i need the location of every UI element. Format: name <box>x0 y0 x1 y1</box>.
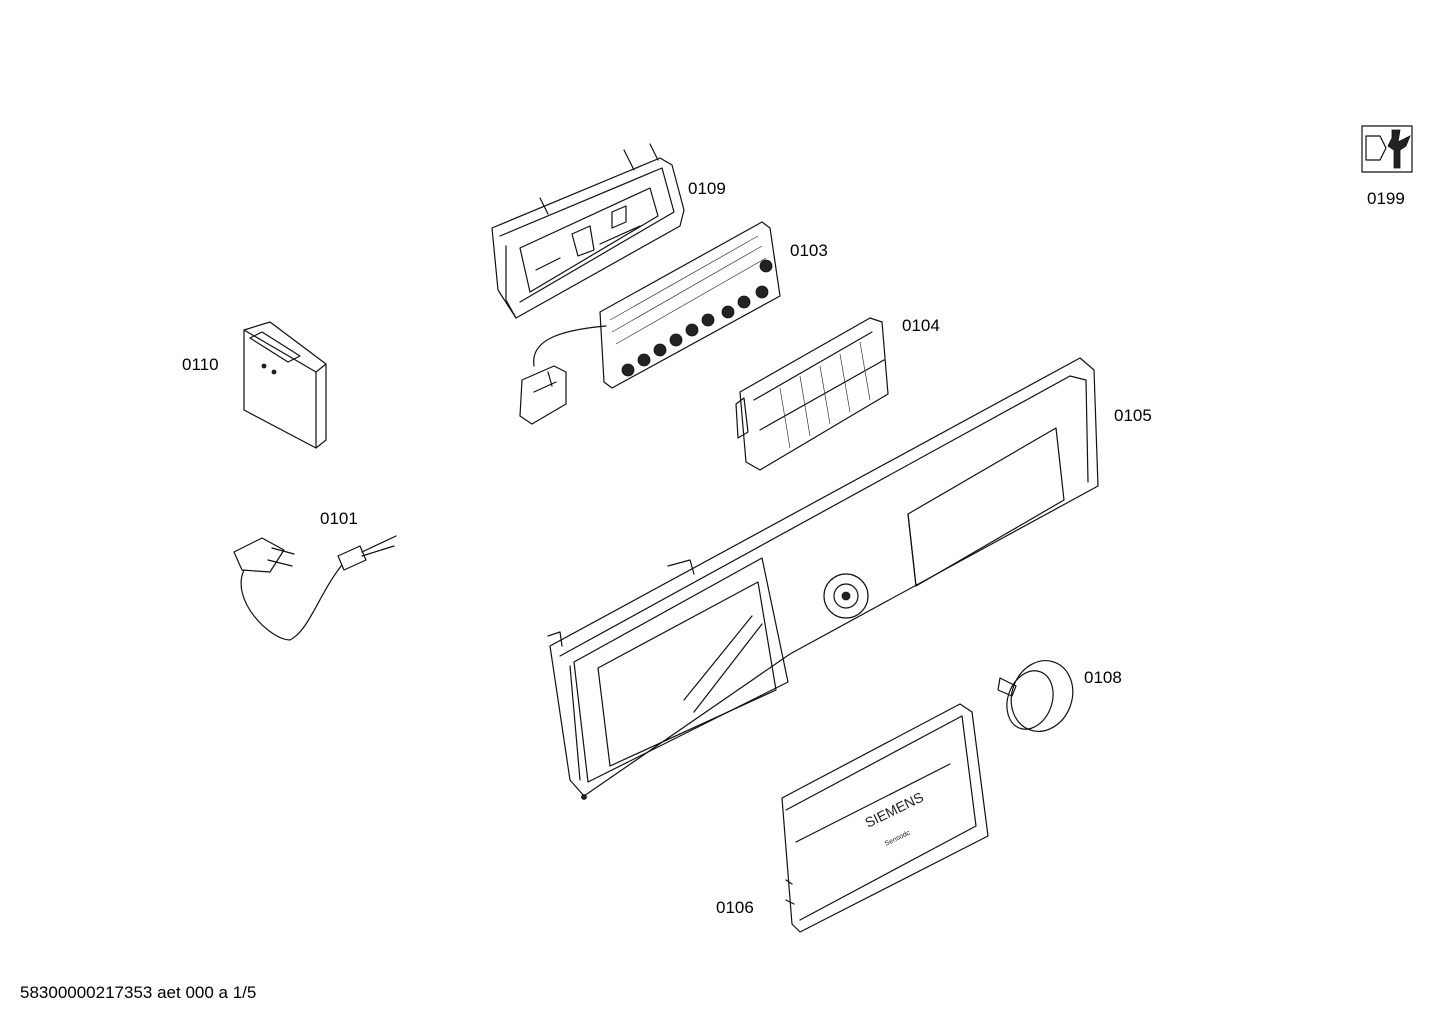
drawing-footer-id: 58300000217353 aet 000 a 1/5 <box>20 983 257 1002</box>
part-0104-display-holder <box>735 317 889 471</box>
callout-0199: 0199 <box>1367 189 1405 208</box>
callout-0108: 0108 <box>1084 668 1122 687</box>
callout-0103: 0103 <box>790 241 828 260</box>
part-0106-drawer-handle: SIEMENS Sensodc <box>781 703 989 933</box>
part-0103-control-module <box>519 221 781 425</box>
callout-0109: 0109 <box>688 179 726 198</box>
part-0110-power-module <box>243 321 327 449</box>
part-0105-control-fascia <box>547 357 1099 800</box>
callout-0106: 0106 <box>716 898 754 917</box>
service-tool-icon <box>1361 125 1413 173</box>
callout-0101: 0101 <box>320 509 358 528</box>
part-0101-mains-cable <box>233 535 397 641</box>
part-0109-control-housing <box>491 143 685 319</box>
part-0108-selector-knob <box>997 660 1074 732</box>
callout-0105: 0105 <box>1114 406 1152 425</box>
callout-0104: 0104 <box>902 316 940 335</box>
callout-0110: 0110 <box>182 355 219 374</box>
